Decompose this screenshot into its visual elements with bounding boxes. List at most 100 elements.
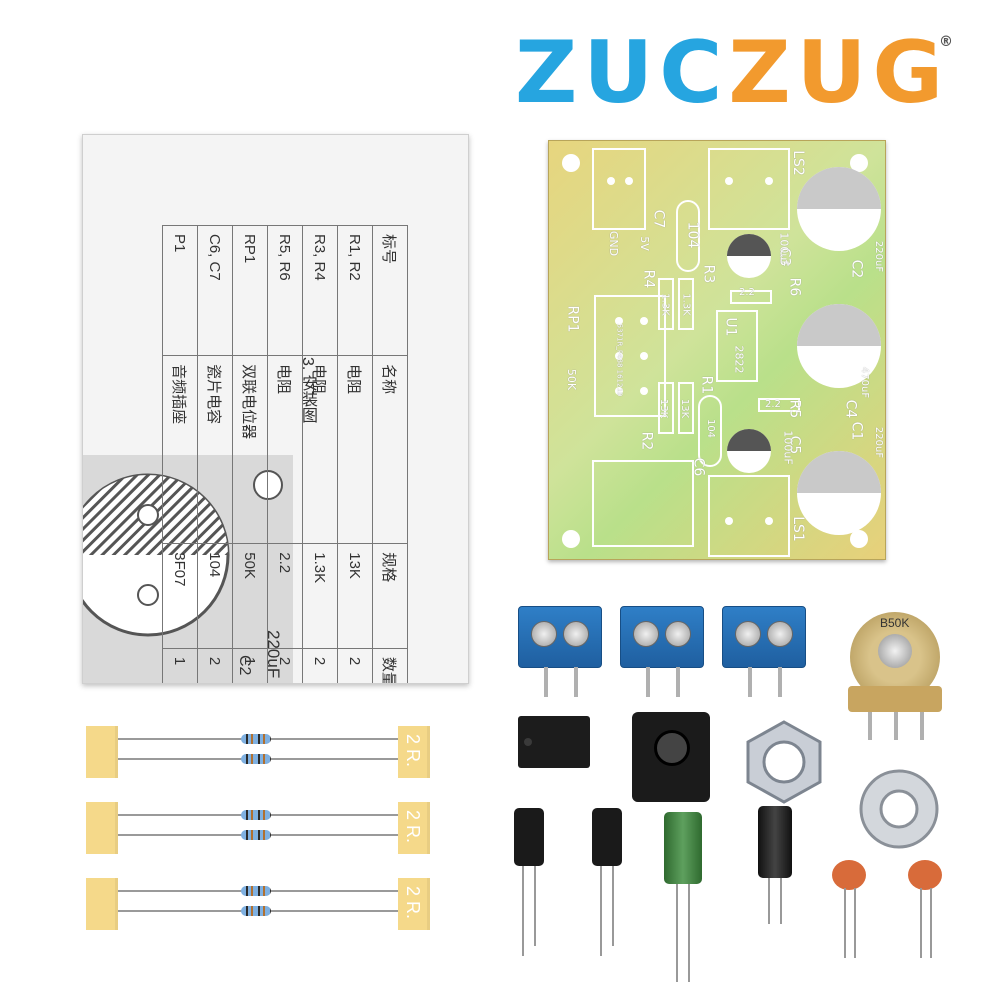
pcb-label-r4-value: 1.3K [659,293,671,316]
table-cell: 电阻 [267,355,303,544]
table-cell: 音频插座 [162,355,198,544]
resistor-strip-2: 2 R. [86,798,431,858]
pcb-label-c5-value: 100uF [781,430,795,465]
table-cell: 1 [162,648,198,683]
potentiometer: B50K [840,612,950,742]
resistor-body [241,734,271,744]
parts-table: 标号 名称 规格 数量 R1, R2 电阻 13K 2 R3, R4 电阻 1.… [162,225,408,683]
table-row: P1 音频插座 3F07 1 [162,225,198,683]
pcb-label-r2: R2 [638,431,655,451]
table-cell: 2 [337,648,373,683]
pcb-label-c6: C6 [690,457,707,477]
table-cell: C6, C7 [197,225,233,356]
ceramic-disc [908,860,942,890]
pot-leg [894,712,898,740]
hex-nut [746,720,822,804]
table-header-row: 标号 名称 规格 数量 [372,225,408,683]
pcb-label-r4: R4 [640,269,657,289]
table-row: R3, R4 电阻 1.3K 2 [302,225,338,683]
table-row: C6, C7 瓷片电容 104 2 [197,225,233,683]
cap-body [514,808,544,866]
table-cell: 瓷片电容 [197,355,233,544]
resistor-body [241,830,271,840]
cap-value-label: 220uF [264,630,283,679]
pcb-label-r5-value: 2.2 [765,399,781,410]
audio-jack [632,712,710,802]
table-cell: 2 [197,648,233,683]
resistor-body [241,754,271,764]
resistor-body [241,906,271,916]
pcb-label-c3-value: 100uF [777,232,791,267]
table-cell: 双联电位器 [232,355,268,544]
pcb-label-gnd: GND [607,230,621,257]
cap-body [592,808,622,866]
screw-icon [665,621,691,647]
table-cell: R1, R2 [337,225,373,356]
pcb-label-r3: R3 [700,264,717,284]
table-cell: R3, R4 [302,225,338,356]
table-row: R1, R2 电阻 13K 2 [337,225,373,683]
pcb-label-r2-value: 13K [658,398,670,419]
table-cell: RP1 [232,225,268,356]
screw-terminal-3 [722,606,806,697]
pcb-label-pot-code: 5371R_P488 161210 [615,323,624,397]
table-cell: P1 [162,225,198,356]
header-cell: 数量 [372,648,408,683]
tape-left [86,726,118,778]
table-cell: R5, R6 [267,225,303,356]
pot-label: B50K [880,616,910,630]
cap-body [664,812,702,884]
pcb-label-rp1: RP1 [564,305,581,333]
pcb-label-5v: 5V [637,236,651,251]
electrolytic-capacitor-2 [592,808,622,958]
ceramic-disc [832,860,866,890]
ic-chip [518,716,590,768]
pcb-label-c4: C4 [842,399,859,419]
table-cell: 1.3K [302,543,338,649]
electrolytic-capacitor-1 [514,808,544,958]
pcb-label-r1-value: 13K [679,398,691,419]
resistor-body [241,886,271,896]
tape-right [398,878,430,930]
table-cell: 104 [197,543,233,649]
pcb-label-c2-value: 220uF [873,240,885,273]
screw-terminal-1 [518,606,602,697]
table-row: R5, R6 电阻 2.2 2 [267,225,303,683]
pcb-label-r6-value: 2.2 [739,287,755,298]
resistor-strip-1: 2 R. [86,722,431,782]
screw-icon [633,621,659,647]
tape-right [398,802,430,854]
pcb-board: LS2 C7 104 GND 5V C3 100uF R6 C2 220uF R… [548,140,886,560]
jack-socket-icon [654,730,690,766]
pin1-marker-icon [524,738,532,746]
electrolytic-capacitor-3 [664,812,704,982]
resistor-strip-3: 2 R. [86,874,431,934]
electrolytic-capacitor-4 [758,806,792,926]
pot-leg [920,712,924,740]
screw-icon [767,621,793,647]
pcb-label-c4-value: 470uF [859,366,871,399]
table-cell: 3F07 [162,543,198,649]
cap-name-label: C2 [236,655,253,676]
pcb-label-c7: C7 [650,209,667,229]
table-cell: 2 [302,648,338,683]
tape-label: 2 R. [403,733,424,768]
pcb-label-ls1: LS1 [789,516,806,542]
logo-part-zug: ZUG [728,23,950,123]
pcb-label-r5: R5 [786,399,803,419]
tape-label: 2 R. [403,809,424,844]
screw-icon [735,621,761,647]
section-title: 3. 安装图 [299,357,316,423]
table-cell: 电阻 [302,355,338,544]
pcb-label-r6: R6 [786,277,803,297]
tape-right [398,726,430,778]
pcb-label-ls2: LS2 [789,150,806,176]
pcb-label-c1: C1 [848,421,865,441]
registered-mark: ® [939,34,953,50]
header-cell: 名称 [372,355,408,544]
brand-logo: ZUC ZUG ® [515,23,955,123]
pot-shaft [878,634,912,668]
pcb-label-c1-value: 220uF [873,426,885,459]
pcb-label-u1: U1 [722,317,739,337]
screw-icon [531,621,557,647]
